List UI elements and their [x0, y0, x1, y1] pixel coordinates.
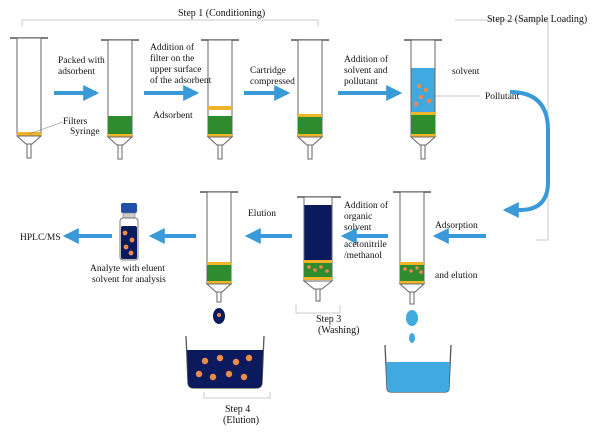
syringe-elution	[200, 191, 238, 303]
filters-leader	[28, 121, 64, 135]
step3-sublabel: (Washing)	[318, 325, 359, 336]
addsolv-label-1: Addition of	[344, 54, 389, 65]
syringe-loaded	[404, 39, 442, 160]
addfilter-label-4: of the adsorbent	[150, 75, 212, 86]
step2-label: Step 2 (Sample Loading)	[487, 14, 587, 25]
solvent-label: solvent	[452, 67, 480, 77]
addorg-label-3: solvent	[344, 223, 372, 233]
step1-bracket	[21, 19, 319, 26]
step3-label: Step 3	[316, 314, 341, 325]
step4-label: Step 4	[225, 404, 250, 415]
andelution-label: and elution	[435, 271, 478, 281]
cartridge-label-2: compressed	[250, 77, 295, 87]
syringe-packed	[101, 39, 139, 160]
step3-bracket	[295, 305, 341, 314]
organic-solvent	[304, 205, 332, 260]
blue-droplets	[406, 310, 418, 343]
syringe-top-filter	[201, 39, 239, 160]
pollutant-label: Pollutant	[485, 92, 520, 102]
addsolv-label-2: solvent and	[344, 66, 388, 76]
syringe-empty	[10, 37, 48, 159]
addorg-label-1: Addition of	[344, 200, 389, 211]
addfilter-label-3: upper surface	[150, 64, 201, 75]
syringe-washing	[297, 196, 341, 302]
step4-bracket	[203, 392, 271, 399]
curved-arrow	[502, 90, 550, 218]
analyte-label-2: solvent for analysis	[92, 274, 166, 285]
adsorbent-bed	[108, 116, 132, 134]
syringe-adsorption	[393, 191, 431, 305]
addsolv-label-3: pollutant	[344, 77, 378, 87]
acn-label-2: /methanol	[344, 251, 382, 261]
hplc-label: HPLC/MS	[20, 233, 61, 243]
eluent-beaker	[185, 335, 265, 389]
adsorption-label: Adsorption	[435, 221, 478, 231]
cartridge-label-1: Cartridge	[250, 66, 286, 76]
filters-label: Filters	[63, 117, 88, 127]
adsorbent-label: Adsorbent	[153, 111, 193, 121]
analyte-label-1: Analyte with eluent	[90, 264, 165, 274]
acn-label-1: acetonitrile	[344, 240, 387, 250]
packed-label-2: adsorbent	[58, 67, 95, 77]
addfilter-label-1: Addition of	[150, 42, 195, 53]
step1-label: Step 1 (Conditioning)	[178, 8, 265, 19]
analysis-vial	[119, 203, 139, 261]
syringe-compressed	[291, 39, 329, 160]
flow-arrows	[54, 85, 550, 244]
elution-label: Elution	[248, 209, 276, 219]
addorg-label-2: organic	[344, 212, 372, 222]
syringe-label: Syringe	[70, 127, 100, 137]
packed-label-1: Packed with	[58, 56, 105, 66]
waste-beaker	[384, 344, 452, 393]
dark-droplet	[213, 308, 225, 324]
step4-sublabel: (Elution)	[223, 415, 259, 426]
addfilter-label-2: filter on the	[150, 53, 194, 64]
